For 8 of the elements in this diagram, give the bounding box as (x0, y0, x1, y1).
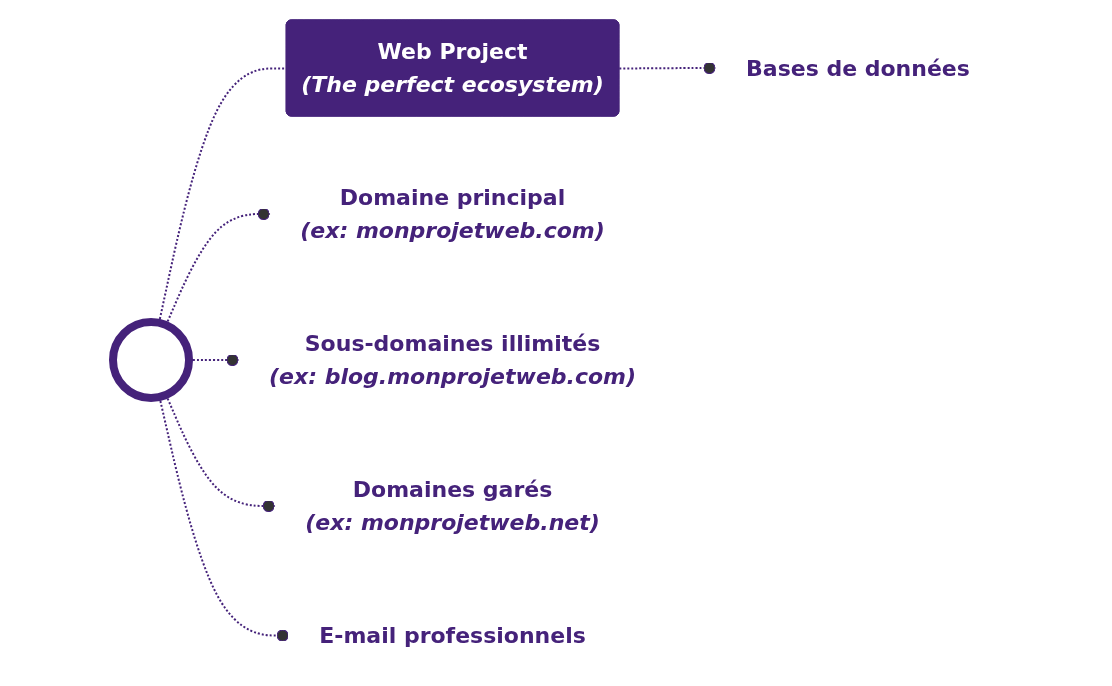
node-text: Sous-domaines illimités (ex: blog.monprojetweb.com) (268, 330, 636, 389)
connector (617, 61, 717, 74)
node-text: Bases de données (745, 55, 970, 80)
node-picture (108, 317, 193, 402)
connector (158, 395, 290, 642)
node-text: Domaines garés (ex: monprojetweb.net) (304, 476, 600, 535)
node-text: Domaine principal (ex: monprojetweb.com) (299, 184, 605, 243)
node-text: E-mail professionnels (318, 622, 586, 648)
